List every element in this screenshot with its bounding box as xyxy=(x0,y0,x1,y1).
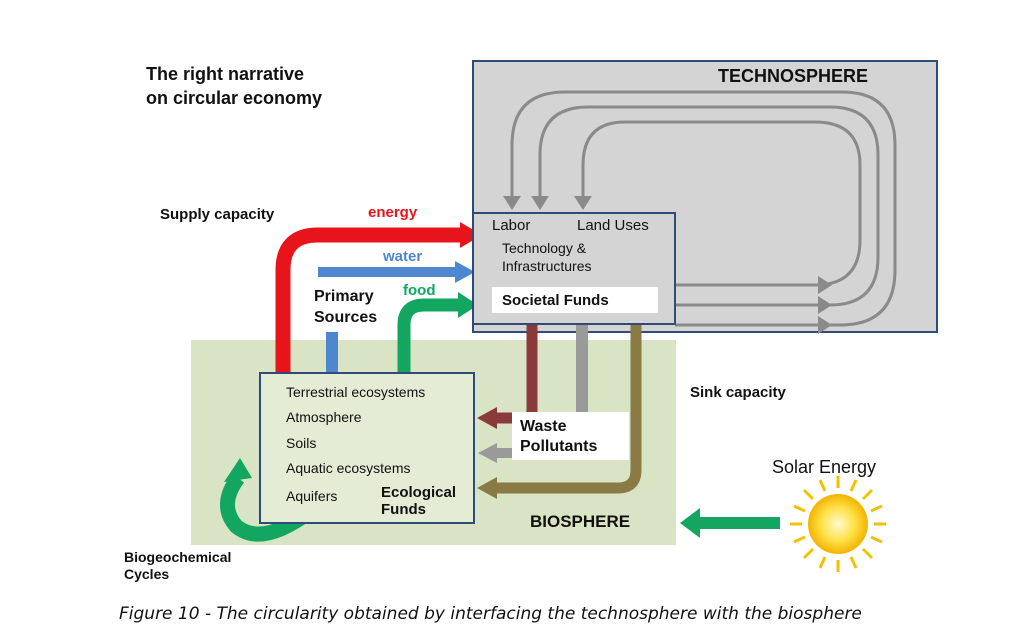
aquifers-label: Aquifers xyxy=(286,488,338,504)
waste-label: Waste xyxy=(520,418,567,435)
solar-arrow-shaft xyxy=(698,517,780,529)
soils-label: Soils xyxy=(286,435,317,451)
supply-capacity-label: Supply capacity xyxy=(160,206,275,223)
societal-funds-label: Societal Funds xyxy=(502,292,609,309)
waste-dark-arrowhead xyxy=(477,407,497,429)
ecological-funds-line-1: Ecological xyxy=(381,484,457,501)
recycle-loop-middle xyxy=(538,105,880,307)
societal-funds-label-box xyxy=(492,287,658,313)
infrastructures-label: Infrastructures xyxy=(502,258,592,274)
recycle-arrowhead xyxy=(531,196,549,210)
waste-olive-arrow xyxy=(497,325,642,494)
recycle-arrowhead xyxy=(574,196,592,210)
recycle-arrowhead xyxy=(818,316,832,334)
technosphere-recycle-loops xyxy=(510,90,897,327)
figure-caption: Figure 10 - The circularity obtained by … xyxy=(119,604,862,624)
solar-energy-label: Solar Energy xyxy=(772,457,877,477)
biogeochemical-cycles-line-1: Biogeochemical xyxy=(124,549,232,565)
primary-sources-box xyxy=(306,282,394,332)
waste-olive-arrowhead xyxy=(477,477,497,499)
food-arrow xyxy=(397,298,460,372)
biosphere-label: BIOSPHERE xyxy=(530,512,631,531)
biogeochemical-cycle-arrowhead xyxy=(224,458,252,482)
recycle-arrowhead xyxy=(818,276,832,294)
recycle-arrowhead xyxy=(818,296,832,314)
recycle-loop-inner xyxy=(581,120,862,287)
energy-arrow xyxy=(275,227,462,372)
waste-grey-connector xyxy=(576,325,588,415)
recycle-arrowheads xyxy=(503,196,832,334)
terrestrial-ecosystems-label: Terrestrial ecosystems xyxy=(286,384,426,400)
biogeochemical-cycles-line-2: Cycles xyxy=(124,566,170,582)
primary-sources-line-2: Sources xyxy=(314,309,378,326)
atmosphere-label: Atmosphere xyxy=(286,409,362,425)
waste-dark-arrow xyxy=(497,325,538,424)
waste-grey-arrowhead xyxy=(478,443,497,463)
recycle-arrowhead xyxy=(503,196,521,210)
water-arrowhead xyxy=(455,261,475,283)
sun-icon xyxy=(790,476,886,572)
food-label: food xyxy=(403,282,436,299)
ecological-funds-line-2: Funds xyxy=(381,501,426,518)
water-label: water xyxy=(383,248,423,265)
ecological-funds-box xyxy=(259,372,475,524)
solar-arrowhead xyxy=(680,508,700,538)
food-arrowhead xyxy=(458,292,478,318)
water-connector xyxy=(326,331,338,372)
title-line-1: The right narrative xyxy=(146,64,305,84)
recycle-loop-outer xyxy=(510,90,897,327)
title-line-2: on circular economy xyxy=(146,88,323,108)
biogeochemical-cycle-arrow xyxy=(220,473,317,542)
sink-capacity-label: Sink capacity xyxy=(690,384,786,401)
primary-sources-line-1: Primary xyxy=(314,288,374,305)
labor-label: Labor xyxy=(492,217,531,234)
land-uses-label: Land Uses xyxy=(577,217,649,234)
pollutants-label: Pollutants xyxy=(520,438,598,455)
aquatic-ecosystems-label: Aquatic ecosystems xyxy=(286,460,411,476)
technosphere-label: TECHNOSPHERE xyxy=(718,66,869,86)
waste-pollutants-box xyxy=(512,412,629,460)
technology-label: Technology & xyxy=(502,240,587,256)
energy-label: energy xyxy=(368,204,418,221)
energy-arrowhead xyxy=(460,222,482,248)
